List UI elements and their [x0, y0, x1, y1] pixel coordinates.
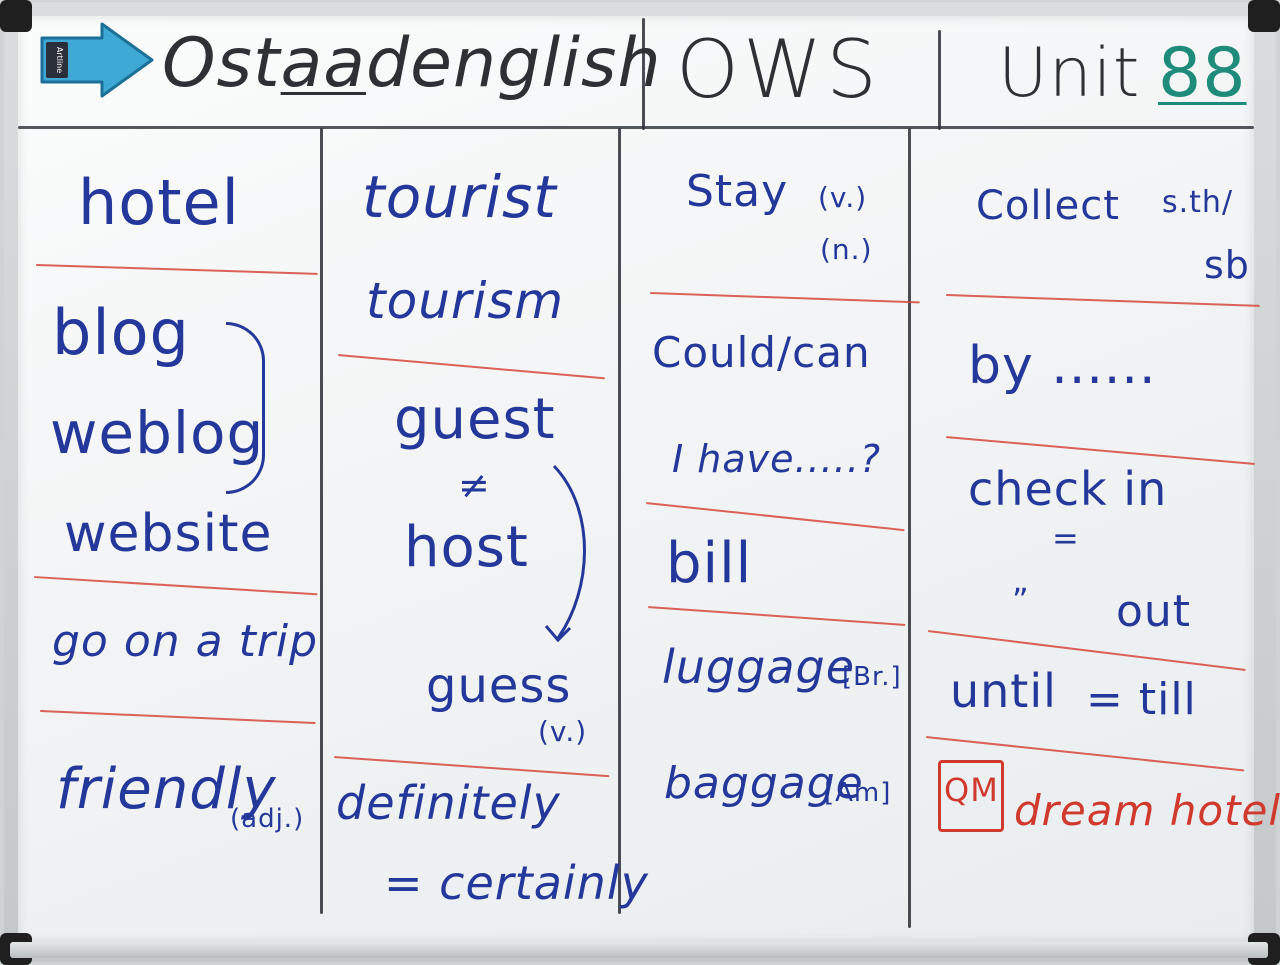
word-tourist: tourist	[362, 163, 557, 231]
question-dream-hotel: dream hotel?	[1014, 786, 1280, 835]
tag-american: [Am]	[824, 778, 892, 808]
pos-stay-n: (n.)	[820, 233, 873, 266]
header-divider	[18, 126, 1254, 129]
curved-arrow-icon	[544, 464, 586, 643]
word-website: website	[64, 504, 273, 564]
tag-british: [Br.]	[842, 662, 902, 692]
collect-object-sth: s.th/	[1162, 185, 1234, 220]
word-baggage: baggage	[664, 758, 864, 809]
qm-box	[938, 760, 1004, 832]
marker-tray	[10, 942, 1268, 958]
column-divider	[618, 128, 621, 914]
course-title: OWS	[676, 23, 881, 116]
word-blog: blog	[52, 296, 190, 369]
word-collect: Collect	[976, 183, 1120, 229]
word-stay: Stay	[686, 166, 789, 217]
unit-label: Unit	[998, 34, 1141, 113]
word-guest: guest	[394, 387, 556, 452]
frame-corner	[0, 0, 32, 32]
bracket-mark	[226, 322, 265, 494]
word-tourism: tourism	[366, 272, 565, 330]
unit-number: 88	[1158, 34, 1247, 113]
pos-v: (v.)	[538, 715, 588, 748]
word-guess: guess	[426, 658, 572, 714]
brand-title: Ostaadenglish	[162, 24, 662, 103]
column-divider	[938, 30, 941, 130]
phrase-could-can: Could/can	[652, 328, 871, 377]
phrase-by: by ......	[968, 336, 1157, 396]
phrase-check-in: check in	[968, 462, 1168, 516]
word-hotel: hotel	[78, 166, 240, 239]
qm-label: QM	[944, 771, 999, 809]
word-host: host	[404, 515, 529, 580]
pos-stay-v: (v.)	[818, 181, 868, 214]
column-divider	[908, 128, 911, 928]
frame-corner	[1248, 0, 1280, 32]
eraser-label: Artline	[55, 47, 64, 73]
word-until: until	[950, 664, 1057, 718]
word-bill: bill	[666, 531, 753, 596]
pos-adj: (adj.)	[230, 804, 305, 834]
column-divider	[320, 128, 323, 914]
word-friendly: friendly	[56, 757, 277, 822]
phrase-go-on-a-trip: go on a trip	[52, 616, 319, 667]
word-till: = till	[1086, 674, 1197, 725]
equals-sign: =	[1052, 519, 1080, 557]
word-certainly: = certainly	[384, 856, 649, 910]
whiteboard-surface	[18, 16, 1254, 942]
word-definitely: definitely	[336, 776, 561, 830]
not-equal-sign: ≠	[458, 463, 491, 507]
collect-object-sb: sb	[1204, 243, 1250, 287]
word-out: out	[1116, 586, 1192, 637]
column-divider	[642, 18, 645, 130]
phrase-i-have: I have.....?	[672, 437, 882, 481]
ditto-mark: ”	[1012, 581, 1030, 619]
word-luggage: luggage	[662, 640, 856, 694]
eraser-icon[interactable]: Artline	[38, 22, 156, 98]
